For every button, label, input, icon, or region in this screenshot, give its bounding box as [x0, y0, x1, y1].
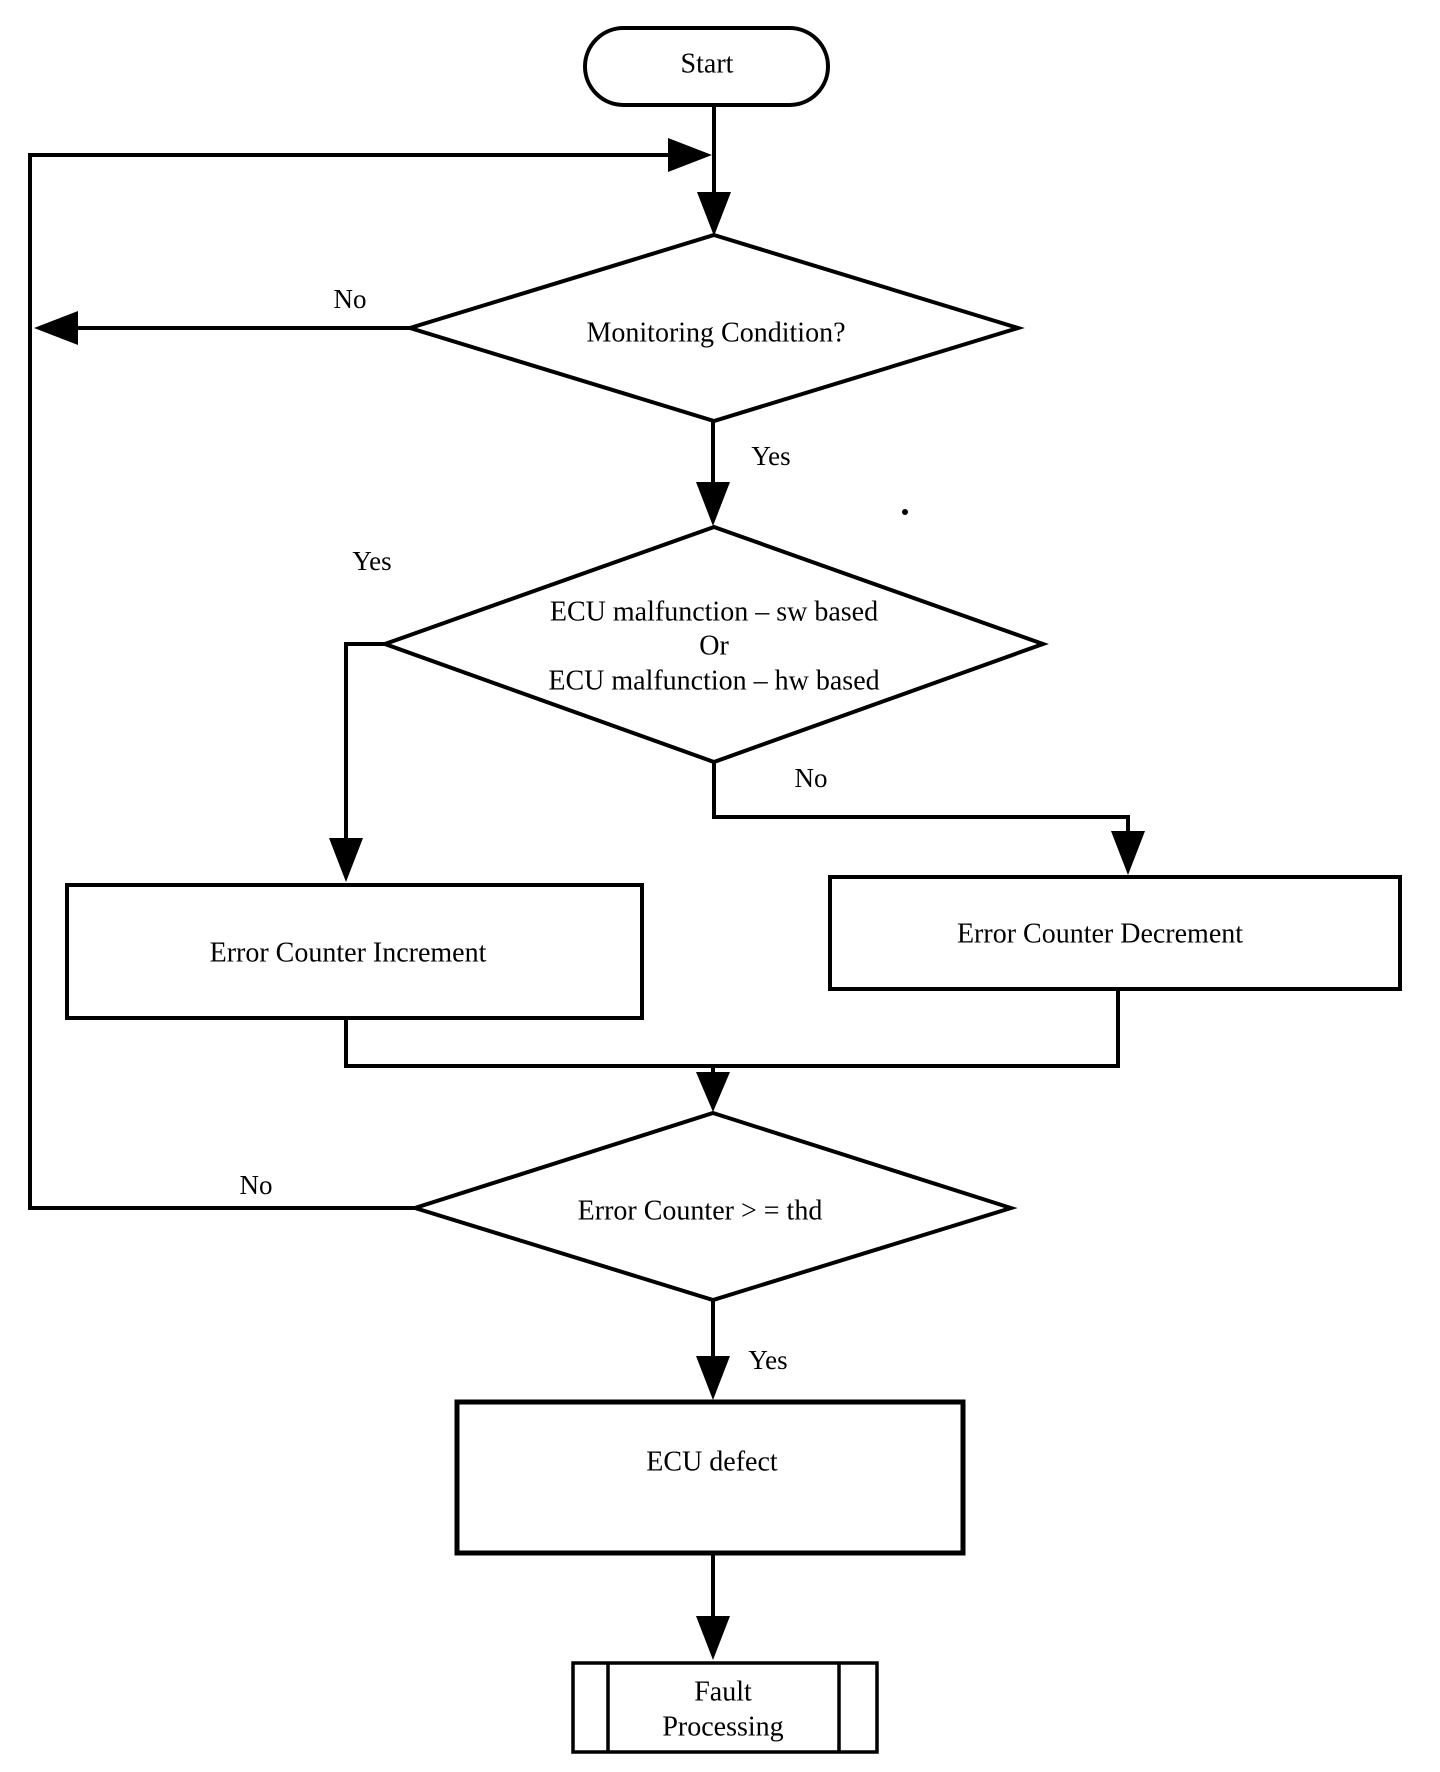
edge-malfunction-no	[712, 762, 1130, 833]
node-error-counter-threshold: Error Counter > = thd	[408, 1110, 1018, 1303]
arrowhead-into-threshold	[696, 1072, 730, 1112]
label-malfunction-no: No	[795, 763, 828, 793]
arrowhead-into-increment	[329, 838, 363, 882]
arrowhead-into-fault	[696, 1616, 730, 1660]
arrowhead-into-decrement	[1111, 831, 1145, 875]
arrowhead-into-malfunction	[696, 482, 730, 526]
fault-label-line2: Processing	[662, 1712, 783, 1743]
label-threshold-no: No	[240, 1170, 273, 1200]
node-ecu-malfunction-check: ECU malfunction – sw based Or ECU malfun…	[379, 509, 1049, 765]
threshold-label: Error Counter > = thd	[578, 1196, 823, 1227]
arrowhead-loop-into-main	[668, 138, 712, 172]
decrement-process-shape	[828, 875, 1402, 991]
node-fault-processing: Fault Processing	[571, 1661, 879, 1754]
node-error-counter-decrement: Error Counter Decrement	[828, 875, 1402, 991]
malfunction-decision-shape	[379, 524, 1049, 765]
arrowhead-monitoring-no	[34, 311, 78, 345]
fault-predefined-shape	[571, 1661, 879, 1754]
label-monitoring-yes: Yes	[751, 441, 790, 471]
label-malfunction-yes: Yes	[352, 546, 391, 576]
edge-malfunction-yes	[344, 642, 385, 840]
node-start: Start	[583, 26, 830, 107]
increment-process-shape	[65, 883, 644, 1020]
decrement-label: Error Counter Decrement	[957, 919, 1243, 950]
label-monitoring-no: No	[334, 284, 367, 314]
monitoring-decision-shape	[403, 232, 1025, 424]
monitoring-label: Monitoring Condition?	[587, 318, 846, 349]
malfunction-label-line1: ECU malfunction – sw based	[550, 597, 878, 628]
speck-artifact	[902, 509, 908, 515]
arrowhead-into-monitoring	[697, 192, 731, 236]
malfunction-label-line2: Or	[699, 631, 729, 662]
fault-label-line1: Fault	[694, 1677, 752, 1708]
defect-label: ECU defect	[646, 1447, 778, 1478]
defect-process-shape	[454, 1399, 966, 1556]
start-terminator-shape	[583, 26, 830, 107]
threshold-decision-shape	[408, 1110, 1018, 1303]
malfunction-label-line3: ECU malfunction – hw based	[548, 666, 879, 697]
start-label: Start	[681, 49, 734, 80]
label-threshold-yes: Yes	[748, 1345, 787, 1375]
edge-loop-return	[28, 153, 668, 1210]
node-error-counter-increment: Error Counter Increment	[65, 883, 644, 1020]
edge-merge	[344, 989, 1120, 1068]
arrowhead-into-defect	[696, 1356, 730, 1400]
node-monitoring-condition: Monitoring Condition?	[403, 232, 1025, 424]
node-ecu-defect: ECU defect	[454, 1399, 966, 1556]
increment-label: Error Counter Increment	[210, 938, 487, 969]
